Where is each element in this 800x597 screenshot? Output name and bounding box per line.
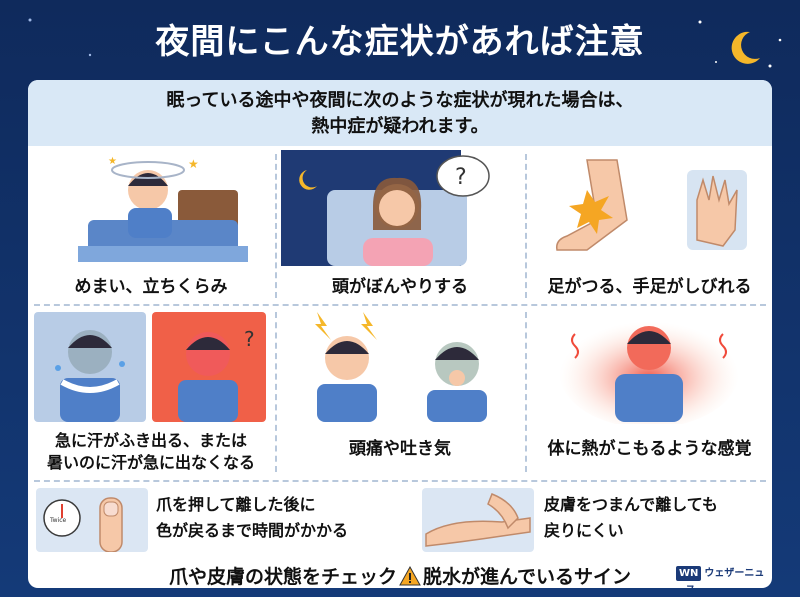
- symptom-headache-nausea: 頭痛や吐き気: [277, 308, 523, 478]
- divider: [525, 312, 527, 472]
- symptom-cramps-numbness: 足がつる、手足がしびれる: [527, 150, 772, 302]
- nail-check-illustration-box: Twice: [36, 488, 148, 553]
- cramp-legs-hands-illustration: [555, 159, 747, 251]
- divider: [275, 312, 277, 472]
- footer-left-text: 爪や皮膚の状態をチェック: [168, 566, 397, 588]
- svg-text:?: ?: [455, 165, 467, 190]
- symptom-caption: 体に熱がこもるような感覚: [547, 439, 752, 459]
- divider: [34, 480, 766, 482]
- symptom-foggy-head: ? 頭がぼんやりする: [277, 150, 523, 302]
- moon-icon: [731, 31, 760, 64]
- brand-logo: WNウェザーニュース: [676, 564, 772, 588]
- symptom-caption: めまい、立ちくらみ: [74, 277, 228, 297]
- divider: [275, 154, 277, 298]
- symptom-sweating: ? 急に汗がふき出る、または 暑いのに汗が急に出なくなる: [28, 308, 274, 478]
- intro-line-2: 熱中症が疑われます。: [311, 116, 489, 137]
- brand-name: ウェザーニュース: [676, 568, 765, 588]
- symptom-caption-line-2: 暑いのに汗が急に出なくなる: [46, 453, 255, 472]
- symptom-caption: 頭痛や吐き気: [349, 439, 451, 459]
- headache-nausea-illustration: [315, 312, 487, 422]
- nail-check-line-2: 色が戻るまで時間がかかる: [156, 521, 349, 540]
- skin-check-line-1: 皮膚をつまんで離しても: [544, 495, 718, 514]
- dizzy-person-illustration: ★ ★: [78, 156, 248, 262]
- footer-right-text: 脱水が進んでいるサイン: [422, 566, 632, 588]
- skin-check-line-2: 戻りにくい: [544, 521, 624, 540]
- skin-check-illustration-box: [422, 488, 534, 552]
- nail-check-line-1: 爪を押して離した後に: [156, 495, 316, 514]
- clock-label: Twice: [49, 517, 67, 524]
- content-card: 眠っている途中や夜間に次のような症状が現れた場合は、 熱中症が疑われます。 ★ …: [28, 80, 772, 588]
- warning-icon: [399, 566, 421, 586]
- nail-press-illustration: Twice: [43, 497, 123, 553]
- brand-mark: WN: [676, 566, 702, 581]
- intro-banner: 眠っている途中や夜間に次のような症状が現れた場合は、 熱中症が疑われます。: [28, 80, 772, 146]
- symptom-caption: 頭がぼんやりする: [332, 277, 468, 297]
- symptom-body-heat: 体に熱がこもるような感覚: [527, 308, 772, 478]
- svg-text:★: ★: [188, 157, 199, 171]
- footer-message: 爪や皮膚の状態をチェック 脱水が進んでいるサイン: [28, 562, 772, 588]
- sweating-person-illustration: ?: [34, 312, 266, 422]
- page-title: 夜間にこんな症状があれば注意: [155, 22, 645, 62]
- intro-line-1: 眠っている途中や夜間に次のような症状が現れた場合は、: [166, 90, 634, 111]
- symptom-dizziness: ★ ★ めまい、立ちくらみ: [28, 150, 274, 302]
- skin-pinch-illustration: [425, 493, 531, 547]
- svg-text:★: ★: [108, 156, 117, 167]
- body-heat-illustration: [559, 316, 739, 428]
- symptom-caption: 足がつる、手足がしびれる: [547, 277, 752, 297]
- svg-text:?: ?: [244, 327, 255, 351]
- foggy-person-illustration: ?: [281, 150, 490, 266]
- divider: [525, 154, 527, 298]
- divider: [34, 304, 766, 306]
- symptom-caption-line-1: 急に汗がふき出る、または: [54, 431, 247, 450]
